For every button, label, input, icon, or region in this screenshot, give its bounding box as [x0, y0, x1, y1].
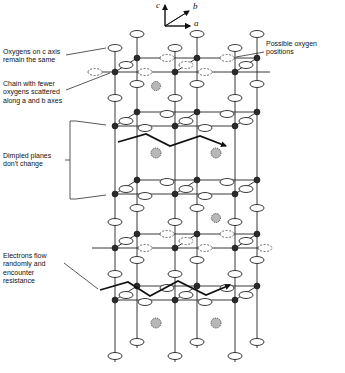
callout-text: Electrons flow randomly and encounter re… [3, 252, 63, 286]
chain-oxygens [119, 62, 253, 245]
oxygen-atoms [108, 31, 264, 360]
axis-label: a [194, 19, 199, 28]
metal-ion [151, 148, 161, 158]
bracket [65, 121, 106, 199]
electron-path [100, 281, 230, 296]
metal-ion [212, 214, 221, 223]
electron-path [118, 134, 226, 146]
metal-ion [211, 148, 221, 158]
plane-oxygens [119, 111, 253, 306]
metal-ion [151, 318, 161, 328]
callout-text: Chain with fewer oxygens scattered along… [3, 80, 65, 105]
metal-ion [211, 318, 221, 328]
copper-atoms [112, 55, 260, 303]
axis-lines [165, 5, 190, 26]
lattice-lines [92, 58, 270, 300]
axis-label: c [156, 1, 160, 10]
callout-text: Dimpled planes don't change [3, 152, 63, 169]
axis-label: b [193, 2, 198, 11]
metal-ion [152, 82, 161, 91]
a-axis [165, 26, 190, 27]
callout-text: Oxygens on c axis remain the same [3, 48, 65, 65]
callout-text: Possible oxygen positions [266, 40, 340, 57]
b-axis [165, 11, 189, 26]
possible-oxygen-sites [88, 55, 272, 252]
c-axis [165, 5, 166, 26]
leader-line [64, 48, 264, 289]
